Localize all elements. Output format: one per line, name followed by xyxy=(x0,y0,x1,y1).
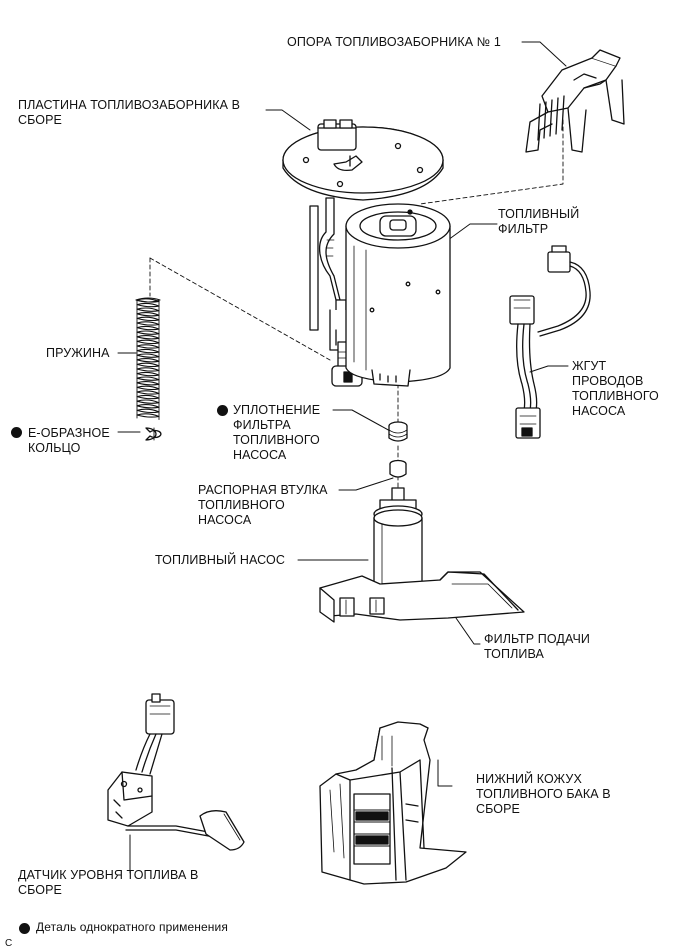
label-fuel-suction-plate: ПЛАСТИНА ТОПЛИВОЗАБОРНИКА В СБОРЕ xyxy=(18,98,241,127)
label-e-ring: Е-ОБРАЗНОЕ КОЛЬЦО xyxy=(28,426,110,455)
fuel-pump-harness xyxy=(509,245,591,439)
alignment-lines xyxy=(149,119,564,491)
fuel-tank-lower-case xyxy=(319,721,467,885)
one-time-use-marker-ering xyxy=(11,427,22,438)
pump-filter-seal xyxy=(388,421,408,442)
one-time-use-marker-seal xyxy=(217,405,228,416)
label-fuel-filter: ТОПЛИВНЫЙ ФИЛЬТР xyxy=(498,207,580,236)
spring-coils xyxy=(136,298,160,418)
legend-text: Деталь однократного применения xyxy=(36,920,228,934)
corner-code: C xyxy=(5,938,13,949)
fuel-suction-filter xyxy=(319,571,525,623)
leader-lines xyxy=(117,41,569,874)
label-fuel-pump-harness: ЖГУТ ПРОВОДОВ ТОПЛИВНОГО НАСОСА xyxy=(572,359,659,418)
label-fuel-pump: ТОПЛИВНЫЙ НАСОС xyxy=(155,553,285,567)
fuel-sender-gauge xyxy=(107,693,245,851)
spring xyxy=(135,297,161,420)
legend-marker xyxy=(19,923,30,934)
label-fuel-suction-support: ОПОРА ТОПЛИВОЗАБОРНИКА № 1 xyxy=(287,35,501,49)
label-fuel-tank-lower-case: НИЖНИЙ КОЖУХ ТОПЛИВНОГО БАКА В СБОРЕ xyxy=(476,772,611,816)
e-ring xyxy=(145,427,162,441)
fuel-filter xyxy=(345,203,451,387)
fuel-suction-support xyxy=(525,49,625,153)
fuel-suction-plate xyxy=(282,119,444,201)
spring-outline xyxy=(136,299,160,420)
label-pump-spacer: РАСПОРНАЯ ВТУЛКА ТОПЛИВНОГО НАСОСА xyxy=(198,483,328,527)
label-pump-filter-seal: УПЛОТНЕНИЕ ФИЛЬТРА ТОПЛИВНОГО НАСОСА xyxy=(233,403,321,462)
pump-spacer xyxy=(389,459,407,478)
label-spring: ПРУЖИНА xyxy=(46,346,110,360)
label-fuel-sender-gauge: ДАТЧИК УРОВНЯ ТОПЛИВА В СБОРЕ xyxy=(18,868,199,897)
label-fuel-suction-filter: ФИЛЬТР ПОДАЧИ ТОПЛИВА xyxy=(484,632,590,661)
